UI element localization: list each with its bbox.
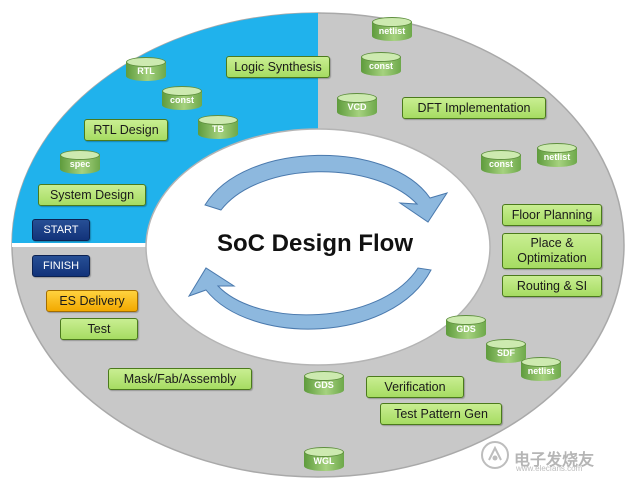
step-rtl-design: RTL Design <box>84 119 168 141</box>
cycle-arrow-bottom <box>187 267 432 330</box>
place-label-line1: Place & <box>530 236 574 250</box>
database-label: const <box>368 61 393 71</box>
step-place-optimization: Place & Optimization <box>502 233 602 269</box>
database-wgl: WGL <box>304 447 344 471</box>
database-label: netlist <box>543 152 571 162</box>
database-vcd: VCD <box>337 93 377 117</box>
database-label: RTL <box>137 66 155 76</box>
database-label: SDF <box>497 348 515 358</box>
start-finish-divider <box>12 243 152 247</box>
database-label: const <box>488 159 513 169</box>
database-const-dft: const <box>481 150 521 174</box>
database-tb: TB <box>198 115 238 139</box>
watermark-url: www.elecfans.com <box>516 464 583 473</box>
start-badge: START <box>32 219 90 241</box>
database-label: VCD <box>347 102 367 112</box>
database-netlist-dft: netlist <box>537 143 577 167</box>
database-label: TB <box>212 124 224 134</box>
database-label: GDS <box>314 380 334 390</box>
database-gds-route: GDS <box>446 315 486 339</box>
database-label: netlist <box>378 26 406 36</box>
elecfans-logo-icon <box>481 441 509 469</box>
place-label-line2: Optimization <box>517 251 587 265</box>
database-label: netlist <box>527 366 555 376</box>
database-rtl: RTL <box>126 57 166 81</box>
step-test-pattern-gen: Test Pattern Gen <box>380 403 502 425</box>
database-netlist-top: netlist <box>372 17 412 41</box>
database-gds-verif: GDS <box>304 371 344 395</box>
step-routing-si: Routing & SI <box>502 275 602 297</box>
database-spec: spec <box>60 150 100 174</box>
step-test: Test <box>60 318 138 340</box>
watermark: 电子发烧友 www.elecfans.com <box>478 438 618 478</box>
step-floor-planning: Floor Planning <box>502 204 602 226</box>
cycle-arrow-top <box>204 154 449 223</box>
step-system-design: System Design <box>38 184 146 206</box>
step-es-delivery: ES Delivery <box>46 290 138 312</box>
watermark-text: 电子发烧友 <box>514 452 595 469</box>
database-label: WGL <box>313 456 335 466</box>
step-mask-fab-assembly: Mask/Fab/Assembly <box>108 368 252 390</box>
database-sdf: SDF <box>486 339 526 363</box>
diagram-title: SoC Design Flow <box>216 230 413 257</box>
database-label: const <box>169 95 194 105</box>
step-dft-implementation: DFT Implementation <box>402 97 546 119</box>
database-netlist-route: netlist <box>521 357 561 381</box>
database-const-rtl: const <box>162 86 202 110</box>
step-logic-synthesis: Logic Synthesis <box>226 56 330 78</box>
database-label: spec <box>69 159 91 169</box>
database-const-top: const <box>361 52 401 76</box>
finish-badge: FINISH <box>32 255 90 277</box>
database-label: GDS <box>456 324 476 334</box>
step-verification: Verification <box>366 376 464 398</box>
